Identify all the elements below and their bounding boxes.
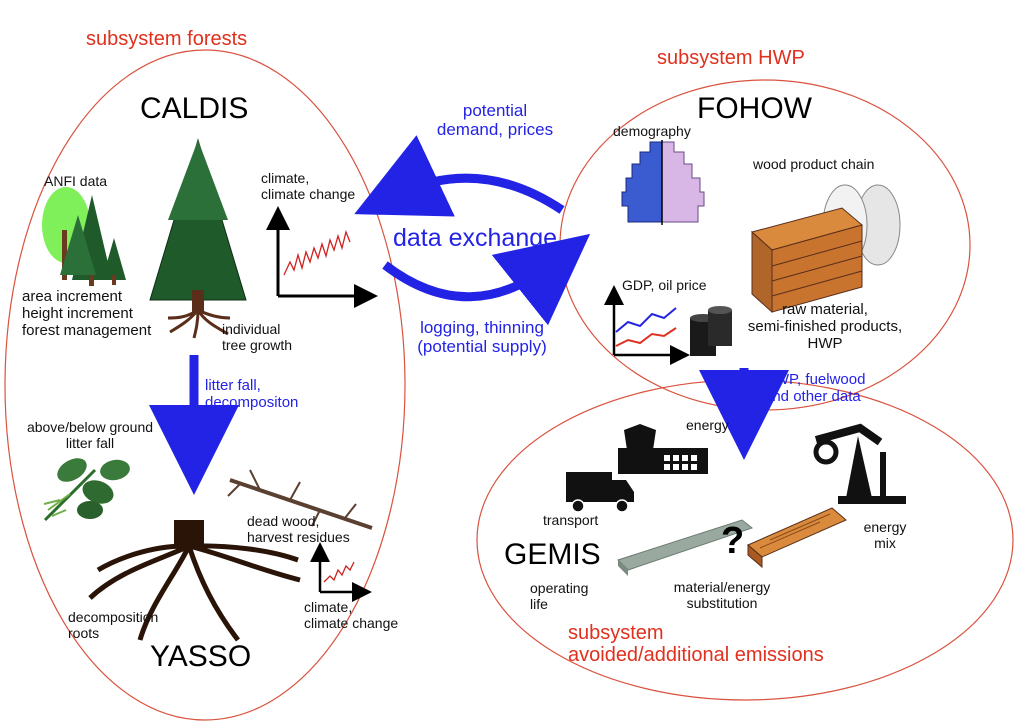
increments-label: area increment height increment forest m… <box>22 288 152 339</box>
litter-ground-label: above/below ground litter fall <box>10 419 170 451</box>
anfi-label: ANFI data <box>44 173 108 189</box>
tree-growth-label: individual tree growth <box>222 321 293 353</box>
question-mark: ? <box>721 520 745 562</box>
deadwood-label: dead wood, harvest residues <box>247 513 350 545</box>
stump-roots-icon <box>88 520 301 642</box>
demography-label: demography <box>613 123 691 139</box>
demography-pyramid-icon <box>621 140 705 225</box>
data-exchange-label: data exchange <box>393 224 558 252</box>
deadwood-line2: harvest residues <box>247 528 350 545</box>
raw-material-line2: semi-finished products, <box>747 317 903 335</box>
demand-label-line2: demand, prices <box>436 120 554 140</box>
decomposition-line2: roots <box>68 624 100 641</box>
substitution-label: material/energy substitution <box>652 579 792 611</box>
supply-label-line1: logging, thinning <box>420 318 544 337</box>
decomposition-label: decomposition roots <box>68 609 159 641</box>
steel-beam-icon <box>617 519 754 576</box>
climate-line1: climate, <box>261 170 310 186</box>
model-fohow: FOHOW <box>697 92 812 125</box>
tree-growth-line2: tree growth <box>222 336 293 353</box>
power-plant-icon <box>618 424 708 474</box>
demand-label: potential demand, prices <box>410 101 580 139</box>
energy-mix-label: energy mix <box>860 519 910 551</box>
subsystem-emissions-line2: avoided/additional emissions <box>568 644 824 667</box>
raw-material-line3: HWP <box>807 334 843 352</box>
energy-mix-line1: energy <box>863 519 907 535</box>
substitution-line1: material/energy <box>673 579 771 595</box>
climate2-label: climate, climate change <box>304 599 399 631</box>
demand-arrow <box>354 135 565 217</box>
raw-material-line1: raw material, <box>782 301 868 318</box>
tree-growth-line1: individual <box>222 321 281 337</box>
energy-mix-line2: mix <box>874 534 896 551</box>
dead-wood-icon <box>227 469 373 530</box>
gdp-chart-icon <box>604 285 690 365</box>
supply-label: logging, thinning (potential supply) <box>392 318 572 356</box>
litter-flow-line2: decompositon <box>205 393 299 411</box>
hwp-flow-line1: HWP, fuelwood <box>764 371 866 388</box>
forests-ellipse <box>4 49 406 721</box>
supply-label-line2: (potential supply) <box>417 337 547 357</box>
subsystem-emissions-title: subsystem avoided/additional emissions <box>568 622 908 667</box>
litter-flow-label: litter fall, decompositon <box>205 377 299 412</box>
climate-chart-small-icon <box>310 542 372 602</box>
model-yasso: YASSO <box>150 640 252 673</box>
supply-arrow <box>382 233 591 326</box>
transport-label: transport <box>543 512 599 528</box>
wood-plank-icon <box>747 507 847 569</box>
climate2-line2: climate change <box>304 614 399 631</box>
litter-ground-line2: litter fall <box>65 434 115 451</box>
subsystem-forests-title: subsystem forests <box>86 28 248 50</box>
increments-line1: area increment <box>22 288 123 305</box>
oil-pump-icon <box>813 423 906 504</box>
increments-line3: forest management <box>22 321 152 339</box>
model-caldis: CALDIS <box>140 92 249 125</box>
operating-life-line2: life <box>530 595 548 612</box>
increments-line2: height increment <box>22 304 133 322</box>
gdp-label: GDP, oil price <box>622 277 707 293</box>
truck-icon <box>566 472 634 513</box>
climate-line2: climate change <box>261 185 356 202</box>
model-gemis: GEMIS <box>504 538 601 571</box>
raw-material-label: raw material, semi-finished products, HW… <box>730 301 920 352</box>
climate-chart-icon <box>266 206 378 308</box>
decomposition-line1: decomposition <box>68 609 159 625</box>
energy-label: energy <box>686 417 729 433</box>
caldis-tree-icon <box>149 138 247 339</box>
substitution-line2: substitution <box>686 594 758 611</box>
wood-products-icon <box>750 184 901 314</box>
subsystem-hwp-title: subsystem HWP <box>657 47 805 69</box>
deadwood-line1: dead wood, <box>247 513 320 529</box>
subsystem-emissions-line1: subsystem <box>568 622 664 644</box>
hwp-flow-line2: and other data <box>764 387 861 405</box>
litter-flow-line1: litter fall, <box>205 377 261 394</box>
anfi-trees-icon <box>42 187 126 286</box>
demand-label-line1: potential <box>462 101 528 120</box>
litter-leaves-icon <box>43 458 130 522</box>
wood-chain-label: wood product chain <box>753 156 875 172</box>
oil-barrels-icon <box>690 306 732 356</box>
litter-ground-line1: above/below ground <box>26 419 154 435</box>
climate2-line1: climate, <box>304 599 353 615</box>
operating-life-label: operating life <box>530 580 589 612</box>
climate-label: climate, climate change <box>261 170 356 202</box>
hwp-flow-label: HWP, fuelwood and other data <box>764 371 866 406</box>
operating-life-line1: operating <box>530 580 589 596</box>
